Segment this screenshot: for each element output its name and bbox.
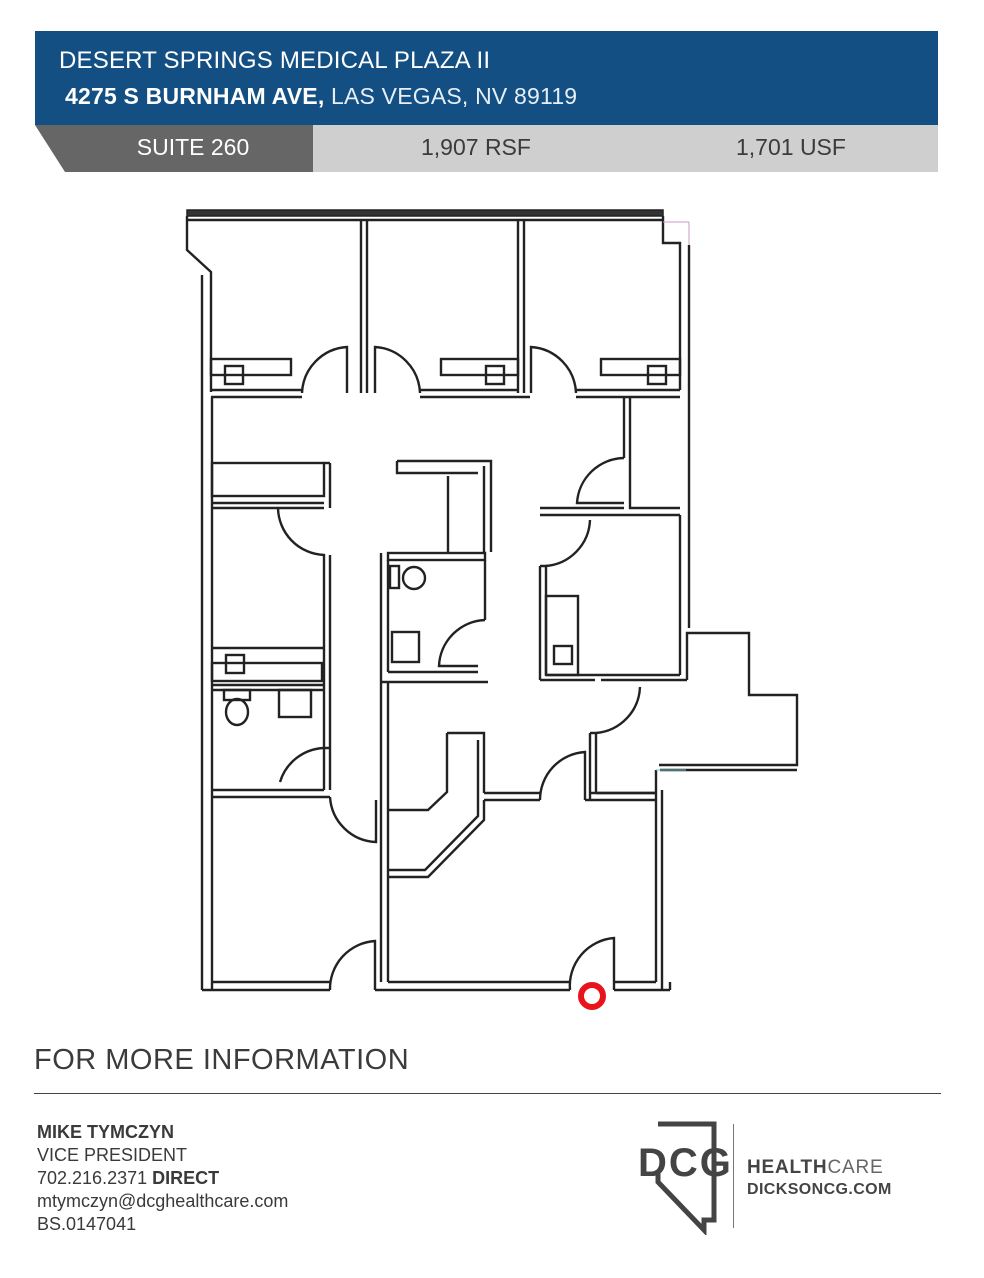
suite-badge: SUITE 260 bbox=[35, 125, 313, 172]
phone-label: DIRECT bbox=[152, 1168, 220, 1188]
brand-bold: HEALTH bbox=[747, 1157, 828, 1178]
logo-divider bbox=[733, 1124, 734, 1228]
area-stats: 1,907 RSF 1,701 USF bbox=[313, 125, 938, 172]
contact-phone-line: 702.216.2371 DIRECT bbox=[37, 1167, 288, 1190]
section-title: FOR MORE INFORMATION bbox=[34, 1044, 410, 1076]
floor-plan bbox=[0, 190, 984, 1020]
usf-value: 1,701 USF bbox=[736, 134, 846, 160]
rsf-value: 1,907 RSF bbox=[421, 134, 531, 160]
divider bbox=[34, 1093, 941, 1094]
website-link[interactable]: DICKSONCG.COM bbox=[747, 1181, 892, 1198]
contact-email[interactable]: mtymczyn@dcghealthcare.com bbox=[37, 1191, 289, 1211]
suite-label: SUITE 260 bbox=[136, 134, 250, 160]
entry-marker-icon bbox=[578, 982, 606, 1010]
suite-info-bar: SUITE 260 1,907 RSF 1,701 USF bbox=[35, 125, 938, 172]
brand-name: HEALTHCARE bbox=[747, 1157, 883, 1179]
street-address: 4275 S BURNHAM AVE, bbox=[65, 83, 325, 109]
contact-name: MIKE TYMCZYN bbox=[37, 1122, 174, 1142]
header-banner: DESERT SPRINGS MEDICAL PLAZA II 4275 S B… bbox=[35, 31, 938, 125]
floor-plan-drawing bbox=[185, 209, 799, 1010]
building-name: DESERT SPRINGS MEDICAL PLAZA II bbox=[59, 47, 491, 74]
dcg-logo-icon: DCG bbox=[638, 1121, 733, 1235]
contact-card: MIKE TYMCZYN VICE PRESIDENT 702.216.2371… bbox=[37, 1121, 288, 1236]
contact-license: BS.0147041 bbox=[37, 1214, 137, 1234]
address: 4275 S BURNHAM AVE, LAS VEGAS, NV 89119 bbox=[65, 83, 577, 110]
contact-phone[interactable]: 702.216.2371 bbox=[37, 1168, 148, 1188]
contact-title: VICE PRESIDENT bbox=[37, 1145, 188, 1165]
svg-text:DCG: DCG bbox=[638, 1141, 733, 1185]
city-state-zip: LAS VEGAS, NV 89119 bbox=[331, 83, 578, 109]
brand-light: CARE bbox=[827, 1157, 884, 1178]
